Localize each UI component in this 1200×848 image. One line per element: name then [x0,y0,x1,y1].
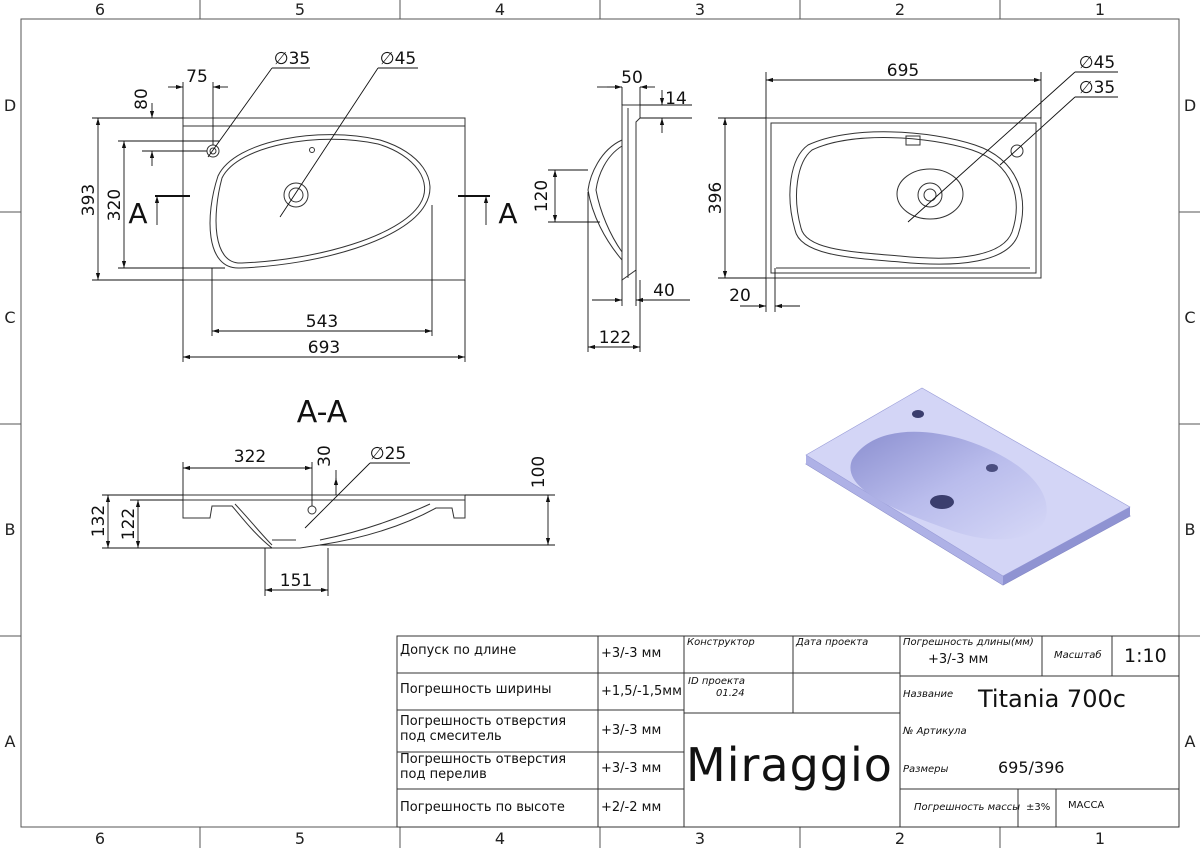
article-label: № Артикула [903,726,967,737]
mass-tolerance-label: Погрешность массы [914,802,1021,813]
col-label-bottom: 3 [695,829,705,848]
dim-693: 693 [308,338,340,358]
col-label-bottom: 2 [895,829,905,848]
dim-320: 320 [105,189,125,221]
dim-80: 80 [132,88,152,110]
row-label-left: A [5,732,16,751]
spec-value: +3/-3 мм [601,723,662,738]
row-label-right: B [1185,520,1196,539]
title-block-grid [396,635,1180,828]
dim-151: 151 [280,571,312,591]
col-label-top: 1 [1095,0,1105,19]
spec-value: +3/-3 мм [601,646,662,661]
col-label-top: 5 [295,0,305,19]
col-label-bottom: 6 [95,829,105,848]
col-label-top: 4 [495,0,505,19]
dim-100: 100 [529,456,549,488]
dim-122: 122 [599,328,631,348]
row-label-right: A [1185,732,1196,751]
row-label-right: C [1184,308,1195,327]
row-label-right: D [1184,96,1196,115]
product-name: Titania 700c [978,685,1126,713]
mass-tolerance-value: ±3% [1026,802,1051,813]
col-label-top: 6 [95,0,105,19]
dim-120: 120 [532,180,552,212]
dim-40: 40 [653,281,675,301]
dim-diameter-45: ∅45 [380,49,416,69]
section-mark-left: A [128,197,147,230]
sizes-value: 695/396 [998,758,1065,777]
dim-695: 695 [887,61,919,81]
name-label: Название [903,689,954,700]
brand-logo: Miraggio [686,738,893,792]
scale-value: 1:10 [1124,645,1167,667]
side-view: 50 14 120 40 122 [532,68,692,352]
length-tolerance-value: +3/-3 мм [928,652,989,667]
col-label-bottom: 4 [495,829,505,848]
dim-diameter-35: ∅35 [274,49,310,69]
section-mark-right: A [498,197,517,230]
spec-value: +1,5/-1,5мм [601,684,682,699]
project-id-label: ID проекта [688,676,745,687]
dim-122: 122 [119,508,139,540]
dim-396: 396 [706,182,726,214]
section-title: A-A [297,395,348,430]
dim-543: 543 [306,312,338,332]
dim-322: 322 [234,447,266,467]
dim-diameter-25: ∅25 [370,444,406,464]
spec-label: Допуск по длине [400,643,517,658]
designer-label: Конструктор [687,637,755,648]
dim-393: 393 [79,184,99,216]
dim-diameter-45: ∅45 [1079,53,1115,73]
col-label-bottom: 1 [1095,829,1105,848]
spec-label: Погрешность отверстия под смеситель [400,714,567,744]
front-view: 75 80 393 320 543 693 ∅35 ∅45 A A [79,49,518,362]
row-label-left: B [5,520,16,539]
scale-label: Масштаб [1054,650,1102,661]
row-label-left: D [4,96,16,115]
col-label-top: 2 [895,0,905,19]
spec-label: Погрешность отверстия под перелив [400,752,567,782]
spec-label: Погрешность ширины [400,682,552,697]
section-view: A-A 322 30 100 132 122 151 ∅25 [89,395,555,596]
spec-label: Погрешность по высоте [400,800,565,815]
frame-labels: 6 5 4 3 2 1 6 5 4 3 2 1 D C B A D C B A [4,0,1196,848]
col-label-top: 3 [695,0,705,19]
dim-132: 132 [89,505,109,537]
col-label-bottom: 5 [295,829,305,848]
dim-75: 75 [186,67,208,87]
row-label-left: C [4,308,15,327]
dim-30: 30 [315,445,335,467]
length-tolerance-label: Погрешность длины(мм) [903,637,1034,648]
mass-label: МАССА [1068,800,1105,811]
dim-50: 50 [621,68,643,88]
dim-diameter-35: ∅35 [1079,78,1115,98]
dim-20: 20 [729,286,751,306]
dim-14: 14 [665,89,687,109]
sizes-label: Размеры [903,764,949,775]
spec-value: +3/-3 мм [601,761,662,776]
project-id-value: 01.24 [716,688,745,699]
top-view: 695 396 20 ∅45 ∅35 [706,53,1118,312]
spec-value: +2/-2 мм [601,800,662,815]
project-date-label: Дата проекта [796,637,869,648]
basin-3d-render [805,387,1131,586]
